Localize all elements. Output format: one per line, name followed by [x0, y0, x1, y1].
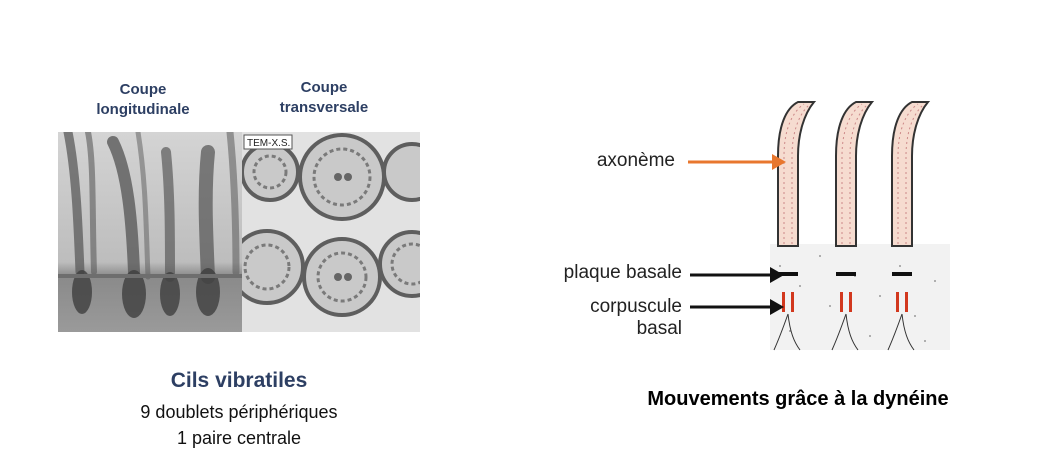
basal-plate-label: plaque basale: [563, 262, 682, 283]
tem-stamp: TEM-X.S.: [247, 138, 290, 149]
axoneme-arrow: [688, 154, 786, 170]
caption-title: Cils vibratiles: [170, 369, 308, 392]
caption-line-central-pair: 1 paire centrale: [176, 428, 302, 448]
dynein-movement-title: Mouvements grâce à la dynéine: [647, 388, 949, 410]
longitudinal-section-micrograph: [58, 132, 242, 332]
basal-body-arrow: [690, 299, 784, 315]
axoneme-label: axonème: [596, 150, 675, 171]
basal-plate-arrow: [690, 267, 784, 283]
caption-line-doublets: 9 doublets périphériques: [140, 402, 338, 422]
longitudinal-section-label: Coupe longitudinale: [96, 81, 190, 118]
basal-body-label: corpuscule basal: [590, 296, 682, 339]
transverse-section-label: Coupe transversale: [279, 79, 369, 116]
transverse-section-micrograph: TEM-X.S.: [242, 132, 420, 332]
cilia-diagram: [770, 101, 950, 351]
